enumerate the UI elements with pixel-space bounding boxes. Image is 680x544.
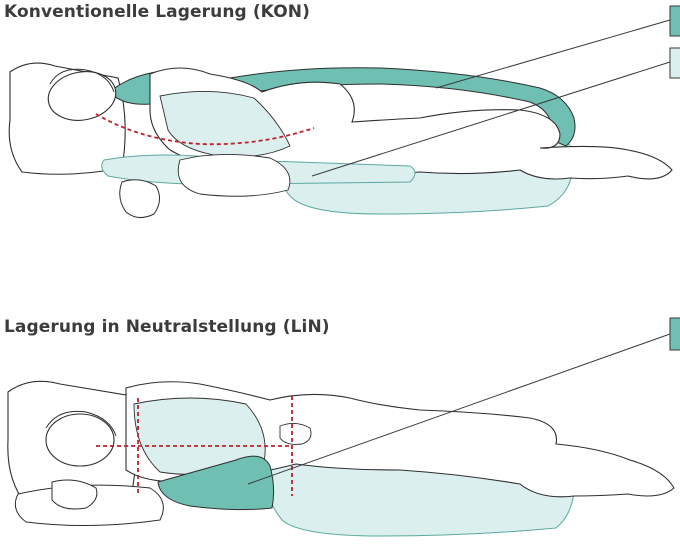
bottom-upper-hand [279, 423, 312, 445]
top-torso [159, 91, 291, 158]
bottom-hand [51, 479, 98, 510]
bottom-head [45, 413, 115, 467]
top-head [47, 71, 117, 121]
top-spine-line [95, 113, 315, 146]
bottom-leader-teal [247, 333, 671, 485]
top-leader-teal [435, 19, 671, 89]
top-knee-pillow [177, 154, 291, 197]
title-neutralstellung: Lagerung in Neutralstellung (LiN) [4, 317, 330, 337]
top-hand [119, 179, 160, 218]
legend-swatch-teal [669, 5, 680, 37]
title-konventionelle-lagerung: Konventionelle Lagerung (KON) [4, 2, 310, 22]
legend-swatch-teal [669, 317, 680, 351]
bottom-panel [7, 317, 680, 537]
top-panel [8, 5, 680, 218]
bottom-teal-pillow [157, 455, 275, 511]
top-leader-light [311, 61, 671, 177]
legend-swatch-light [669, 47, 680, 79]
bottom-hair [45, 410, 117, 437]
top-hair [49, 68, 115, 93]
